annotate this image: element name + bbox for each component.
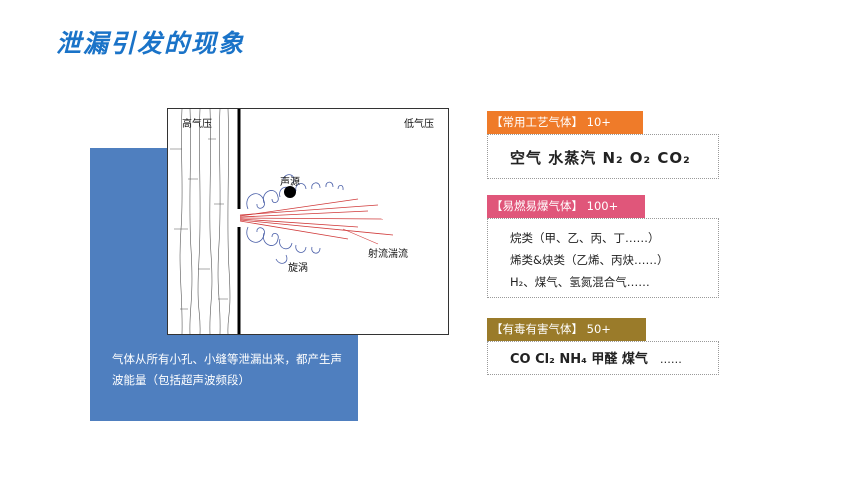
flammable-line-hydrogen: H₂、煤气、氢氮混合气…… — [510, 275, 650, 289]
page-title: 泄漏引发的现象 — [56, 29, 246, 58]
flammable-gas-box: 烷类（甲、乙、丙、丁……） 烯类&炔类（乙烯、丙炔……） H₂、煤气、氢氮混合气… — [487, 218, 719, 298]
toxic-gas-ellipsis: …… — [659, 353, 682, 366]
flammable-gas-list: 烷类（甲、乙、丙、丁……） 烯类&炔类（乙烯、丙炔……） H₂、煤气、氢氮混合气… — [510, 227, 668, 293]
vortex-swirls — [246, 174, 344, 264]
toxic-gas-names: CO Cl₂ NH₄ 甲醛 煤气 — [510, 352, 648, 367]
jet-pointer — [342, 228, 379, 245]
wall-grain — [170, 109, 231, 334]
description-text: 气体从所有小孔、小缝等泄漏出来，都产生声波能量（包括超声波频段） — [112, 352, 342, 387]
jet-lines — [239, 198, 394, 240]
sound-source-label: 声源 — [280, 177, 300, 188]
low-pressure-label: 低气压 — [404, 119, 434, 130]
toxic-gas-label: 【有毒有害气体】 50+ — [487, 318, 646, 341]
common-gas-label: 【常用工艺气体】 10+ — [487, 111, 643, 134]
flammable-line-alkanes: 烷类（甲、乙、丙、丁……） — [510, 231, 660, 245]
jet-turbulence-label: 射流湍流 — [368, 249, 408, 260]
sound-source-dot — [284, 186, 296, 198]
flammable-line-alkenes: 烯类&炔类（乙烯、丙炔……） — [510, 253, 669, 267]
high-pressure-label: 高气压 — [182, 119, 212, 130]
toxic-gas-list: CO Cl₂ NH₄ 甲醛 煤气 …… — [510, 348, 682, 367]
leak-diagram-drawing — [170, 109, 394, 334]
leak-diagram: 高气压 低气压 声源 旋涡 射流湍流 — [167, 108, 449, 335]
common-gas-box: 空气 水蒸汽 N₂ O₂ CO₂ — [487, 134, 719, 179]
flammable-gas-label: 【易燃易爆气体】 100+ — [487, 195, 645, 218]
vortex-label: 旋涡 — [288, 263, 308, 274]
common-gas-list: 空气 水蒸汽 N₂ O₂ CO₂ — [510, 149, 691, 167]
toxic-gas-box: CO Cl₂ NH₄ 甲醛 煤气 …… — [487, 341, 719, 375]
